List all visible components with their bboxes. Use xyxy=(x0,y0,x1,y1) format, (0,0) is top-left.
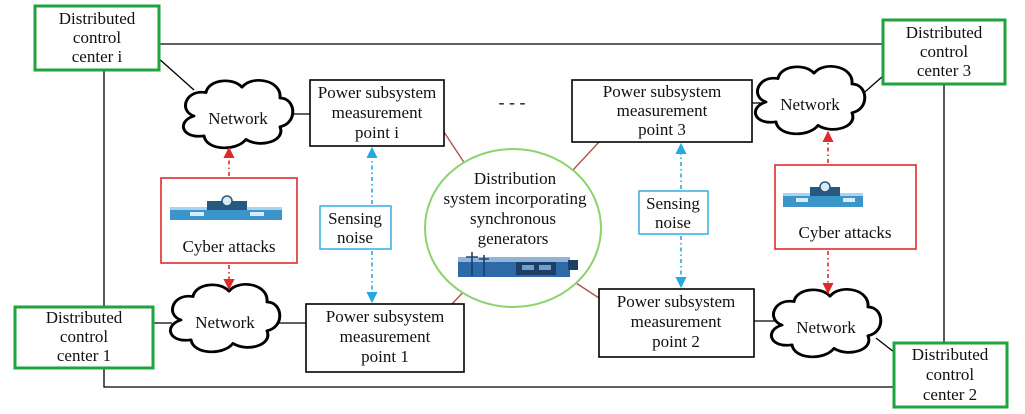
measurement-point-2-line3: point 2 xyxy=(652,332,700,351)
cyber-attacks-right-label: Cyber attacks xyxy=(799,223,892,242)
attack-device-icon xyxy=(170,195,282,220)
distribution-system-line1: Distribution xyxy=(474,169,557,188)
sensing-noise-left-line2: noise xyxy=(337,228,373,247)
network-1-label: Network xyxy=(195,313,255,332)
cyber-attacks-left-label: Cyber attacks xyxy=(183,237,276,256)
control-center-3-line2: control xyxy=(920,42,968,61)
measurement-point-i: Power subsystem measurement point i xyxy=(309,79,445,147)
measurement-point-1-line1: Power subsystem xyxy=(326,307,445,326)
link-center-1-to-center-2 xyxy=(103,368,900,388)
cyber-attack-arrows xyxy=(223,130,834,295)
link-center-i-to-network xyxy=(156,56,195,91)
control-center-1-line1: Distributed xyxy=(46,308,123,327)
distribution-system-line4: generators xyxy=(478,229,549,248)
measurement-point-2-line1: Power subsystem xyxy=(617,292,736,311)
control-center-1: Distributed control center 1 xyxy=(13,305,155,370)
sensing-noise-right-line1: Sensing xyxy=(646,194,700,213)
measurement-point-2-line2: measurement xyxy=(631,312,722,331)
distribution-system-line3: synchronous xyxy=(470,209,556,228)
distribution-system: Distribution system incorporating synchr… xyxy=(424,148,602,308)
control-center-3: Distributed control center 3 xyxy=(881,18,1007,86)
control-center-i: Distributed control center i xyxy=(33,4,161,72)
sensing-noise-right-line2: noise xyxy=(655,213,691,232)
cyber-attacks-right: Cyber attacks xyxy=(774,164,917,250)
control-center-1-line3: center 1 xyxy=(57,346,111,365)
control-center-3-line3: center 3 xyxy=(917,61,971,80)
distribution-system-line2: system incorporating xyxy=(443,189,587,208)
control-center-2-line3: center 2 xyxy=(923,385,977,404)
network-3-label: Network xyxy=(780,95,840,114)
ellipsis: - - - xyxy=(499,92,526,112)
cyber-attacks-left: Cyber attacks xyxy=(160,177,298,264)
sensing-noise-right: Sensing noise xyxy=(638,190,709,235)
control-center-i-line3: center i xyxy=(72,47,123,66)
measurement-point-i-line2: measurement xyxy=(332,103,423,122)
attack-device-icon xyxy=(783,181,863,207)
link-ds-to-point-2 xyxy=(575,282,600,299)
measurement-point-1-line3: point 1 xyxy=(361,347,409,366)
control-center-1-line2: control xyxy=(60,327,108,346)
control-center-i-line2: control xyxy=(73,28,121,47)
control-center-2-line1: Distributed xyxy=(912,345,989,364)
control-center-i-line1: Distributed xyxy=(59,9,136,28)
control-center-2-line2: control xyxy=(926,365,974,384)
sensing-noise-left: Sensing noise xyxy=(319,205,392,250)
control-center-3-line1: Distributed xyxy=(906,23,983,42)
measurement-point-3-line3: point 3 xyxy=(638,120,686,139)
measurement-point-3: Power subsystem measurement point 3 xyxy=(571,79,753,143)
measurement-point-3-line1: Power subsystem xyxy=(603,82,722,101)
measurement-point-i-line3: point i xyxy=(355,123,399,142)
network-2-label: Network xyxy=(796,318,856,337)
control-center-2: Distributed control center 2 xyxy=(892,341,1009,409)
power-grid-icon xyxy=(458,252,578,277)
measurement-point-i-line1: Power subsystem xyxy=(318,83,437,102)
network-i-label: Network xyxy=(208,109,268,128)
sensing-noise-left-line1: Sensing xyxy=(328,209,382,228)
measurement-point-1: Power subsystem measurement point 1 xyxy=(305,303,465,373)
measurement-point-1-line2: measurement xyxy=(340,327,431,346)
link-network-to-center-2 xyxy=(875,337,895,353)
link-ds-to-point-3 xyxy=(572,141,600,171)
sensing-noise-arrows xyxy=(366,142,687,304)
measurement-point-2: Power subsystem measurement point 2 xyxy=(598,288,755,358)
measurement-point-3-line2: measurement xyxy=(617,101,708,120)
